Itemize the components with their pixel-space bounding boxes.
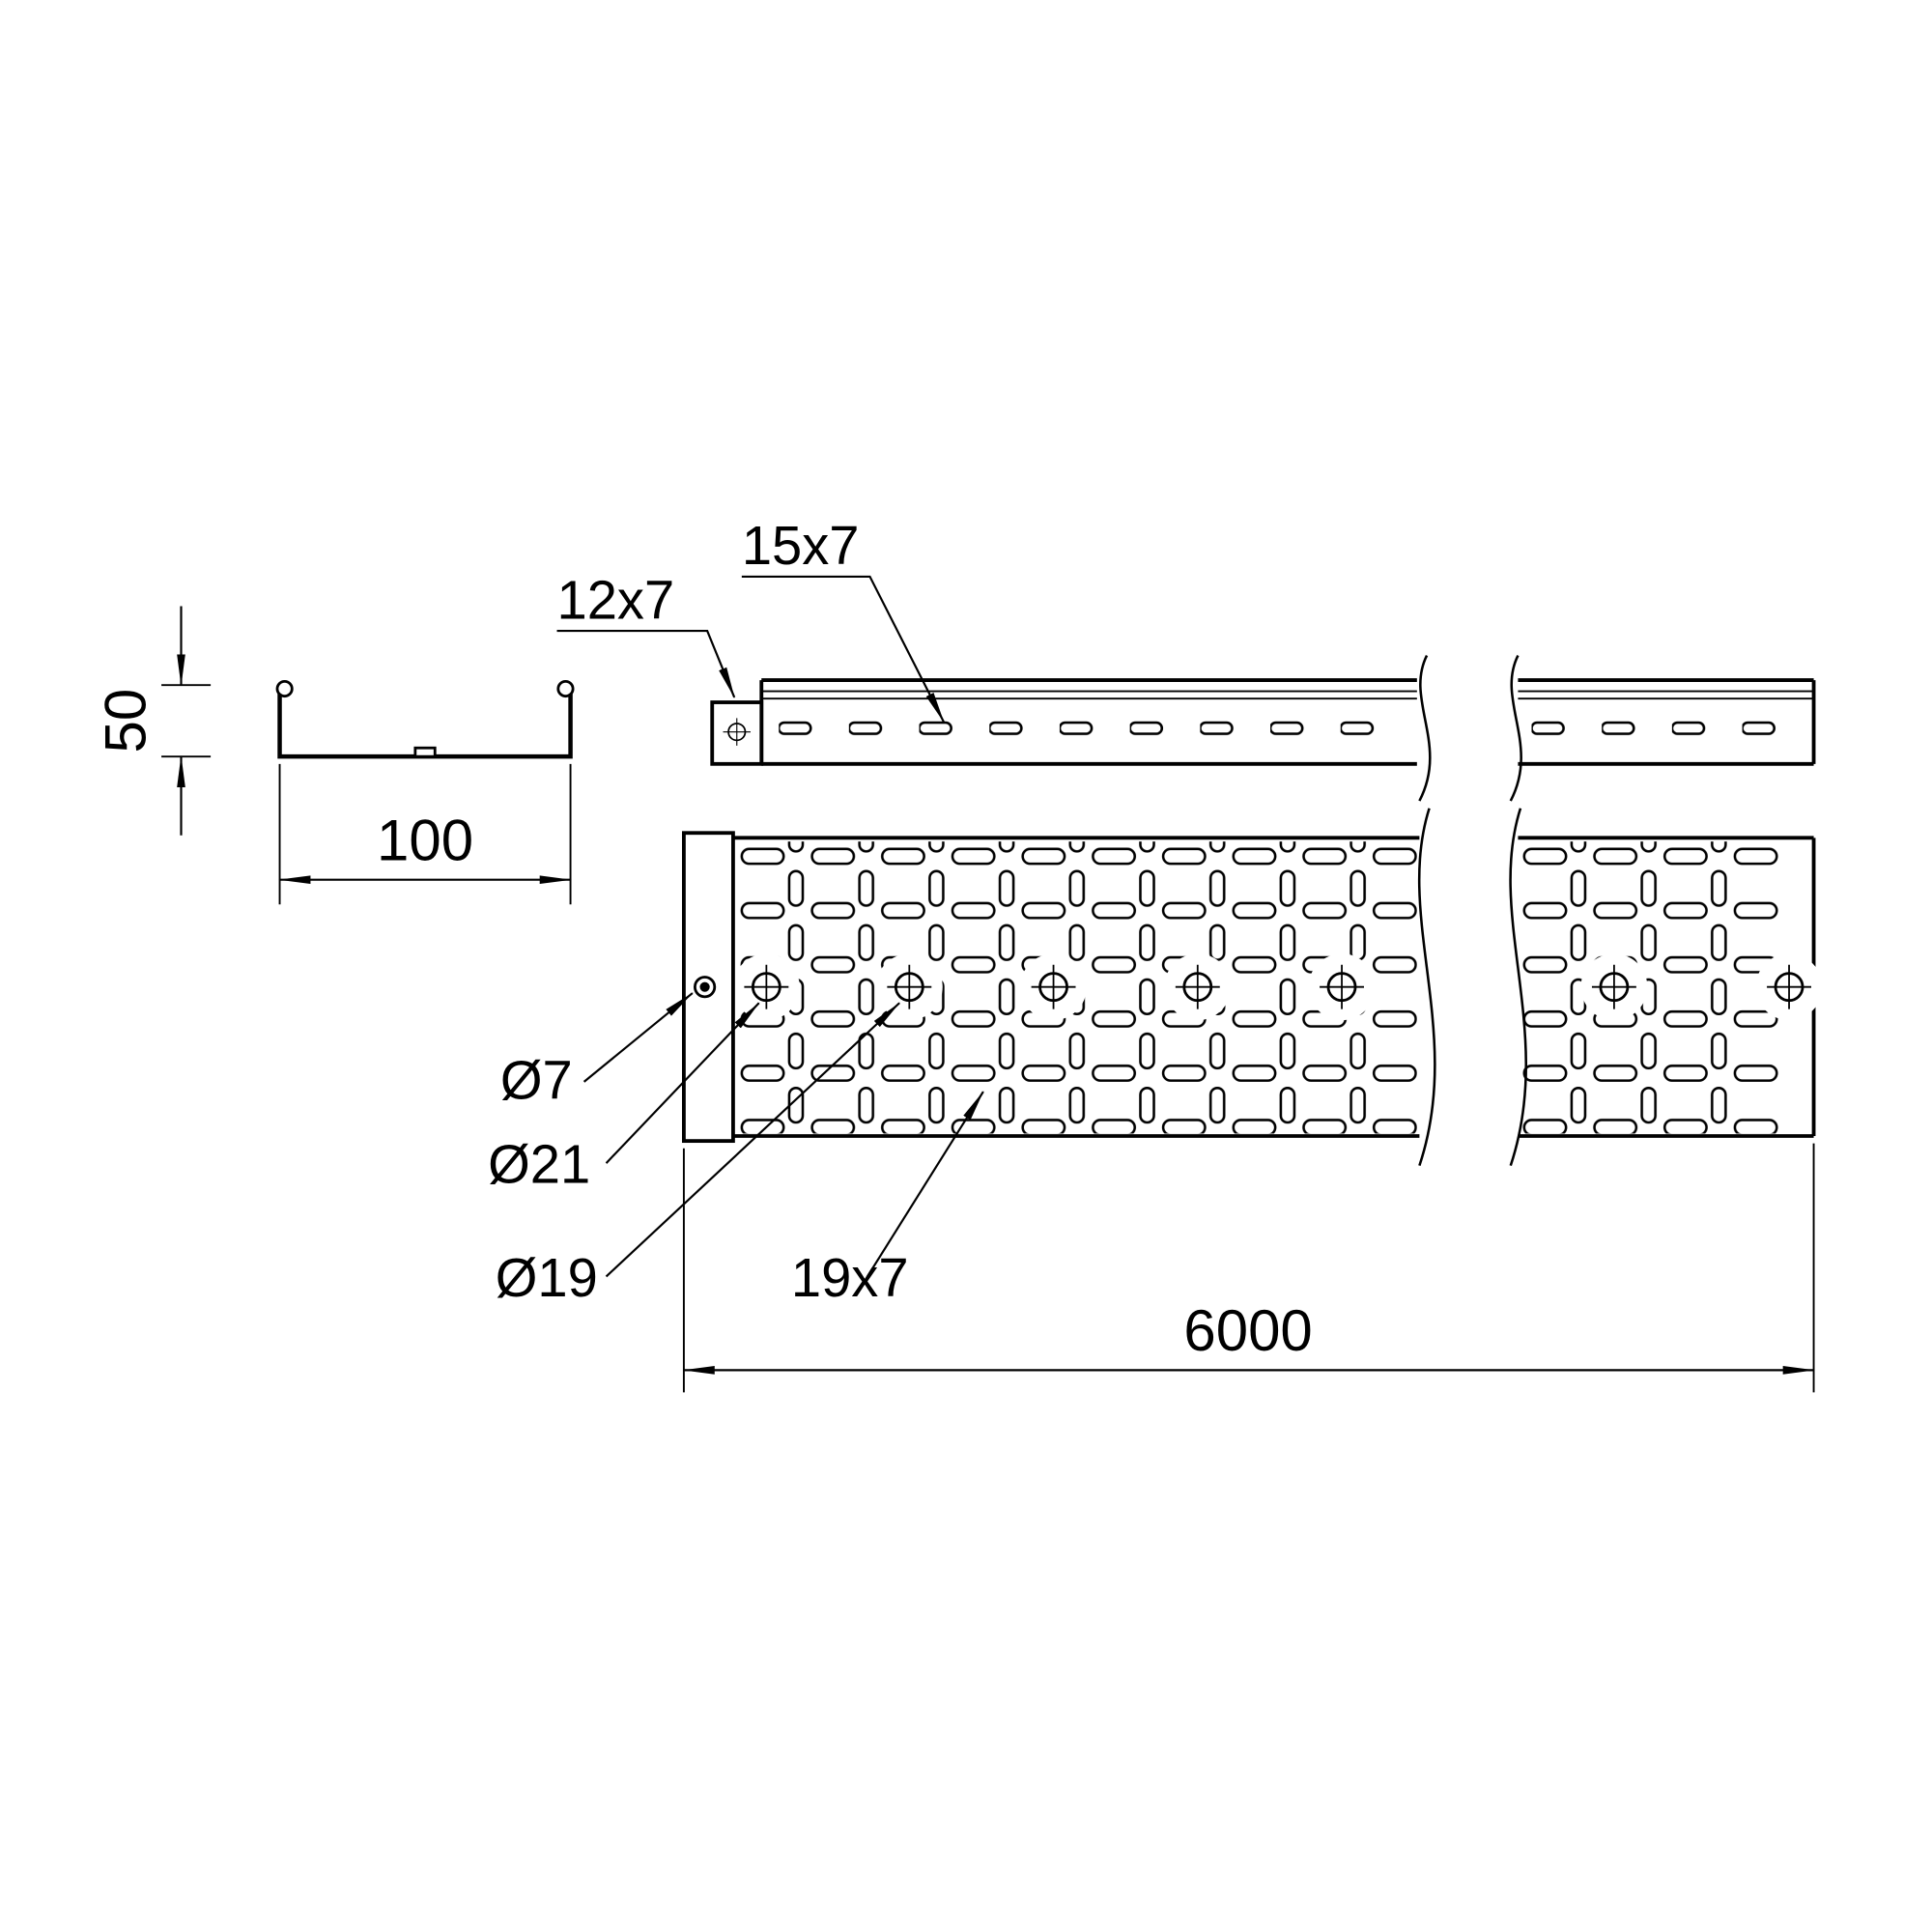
plan-view [681, 808, 1823, 1167]
callout-d21-label: Ø21 [488, 1133, 590, 1194]
callout-d7: Ø7 [500, 992, 694, 1111]
break-line [1509, 808, 1527, 1167]
width-dimension-label: 100 [377, 808, 473, 872]
plan-tray-right-segment [1518, 836, 1816, 1138]
callout-15x7-label: 15x7 [742, 515, 860, 576]
callout-d7-label: Ø7 [500, 1050, 573, 1111]
callout-12x7: 12x7 [557, 569, 736, 699]
bottom-rib [413, 746, 437, 758]
channel-profile [277, 687, 573, 759]
side-slot-row-right [1531, 720, 1778, 737]
edge-curl-left [275, 679, 294, 698]
callout-19x7: 19x7 [791, 1091, 984, 1308]
width-dimension: 100 [278, 763, 572, 905]
length-dimension: 6000 [682, 1143, 1815, 1393]
end-plate-hole [693, 976, 717, 999]
height-dimension-label: 50 [94, 689, 158, 753]
break-line [1418, 655, 1432, 802]
break-line [1417, 808, 1436, 1167]
side-rail-left-segment [759, 678, 1417, 766]
side-rail-right-segment [1518, 678, 1816, 766]
callout-d21: Ø21 [488, 1002, 760, 1194]
callout-12x7-label: 12x7 [557, 569, 675, 630]
callout-d19-label: Ø19 [496, 1247, 598, 1308]
height-dimension: 50 [94, 606, 212, 836]
edge-curl-right [556, 679, 575, 698]
cross-section-view [275, 679, 575, 759]
callout-19x7-label: 19x7 [791, 1247, 909, 1308]
length-dimension-label: 6000 [1183, 1298, 1312, 1363]
perforation-field-right [1519, 841, 1781, 1134]
callout-d19: Ø19 [496, 1002, 901, 1308]
side-slot-row-left [779, 720, 1406, 737]
callout-15x7: 15x7 [742, 515, 946, 724]
break-line [1509, 655, 1522, 802]
side-view [710, 655, 1816, 802]
